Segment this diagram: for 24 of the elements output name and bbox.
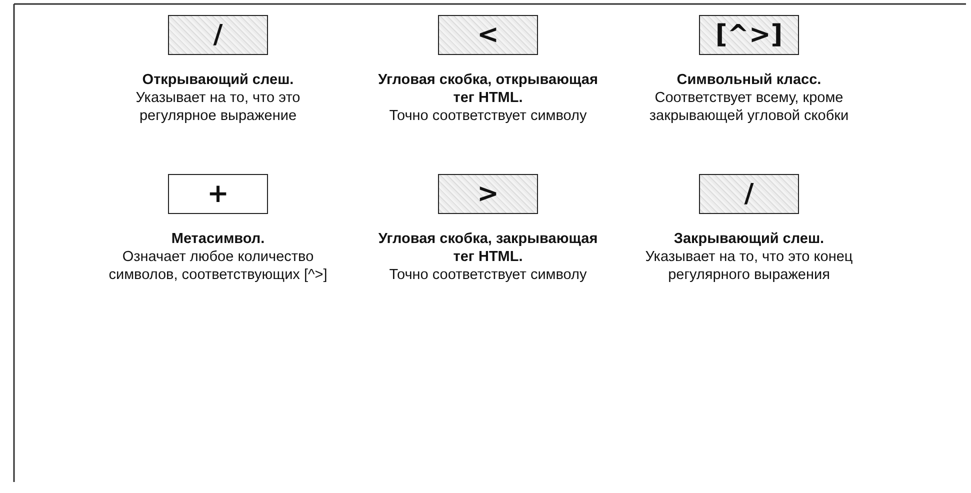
caption-text: Означает любое количество символов, соответствующих [^>] xyxy=(108,248,328,284)
caption-text: Точно соответствует символу xyxy=(388,107,588,125)
regex-symbol: < xyxy=(477,20,499,50)
symbol-box xyxy=(699,174,799,214)
caption-text: Указывает на то, что это регулярное выражение xyxy=(134,89,302,125)
regex-symbol: / xyxy=(744,179,754,209)
symbol-box xyxy=(168,15,268,55)
regex-symbol: [^>] xyxy=(715,20,783,50)
caption-heading: Угловая скобка, закрывающая тег HTML. xyxy=(377,230,599,266)
caption-heading: Угловая скобка, открывающая тег HTML. xyxy=(377,71,599,107)
caption-heading: Открывающий слеш. xyxy=(141,71,295,89)
symbol-box xyxy=(699,15,799,55)
caption-heading: Закрывающий слеш. xyxy=(672,230,826,248)
regex-symbol: + xyxy=(207,179,229,209)
symbol-box xyxy=(168,174,268,214)
symbol-box xyxy=(438,174,538,214)
caption-heading: Метасимвол. xyxy=(170,230,266,248)
caption-text: Точно соответствует символу xyxy=(388,266,588,284)
regex-symbol: / xyxy=(213,20,223,50)
caption-text: Соответствует всему, кроме закрывающей угловой скобки xyxy=(648,89,850,125)
caption-text: Указывает на то, что это конец регулярного выражения xyxy=(644,248,854,284)
caption-heading: Символьный класс. xyxy=(676,71,822,89)
symbol-box xyxy=(438,15,538,55)
regex-symbol: > xyxy=(477,179,499,209)
